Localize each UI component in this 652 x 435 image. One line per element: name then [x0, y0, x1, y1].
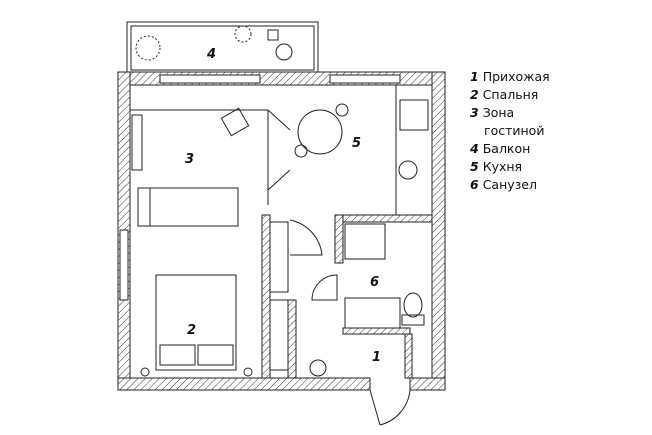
toilet-icon	[403, 292, 423, 318]
room-labels: 4 3 5 6 2 1	[185, 47, 381, 365]
balcony	[126, 21, 319, 73]
interior-walls	[261, 214, 433, 379]
legend-label: Зона	[482, 105, 515, 120]
kitchen-counter	[395, 84, 433, 216]
legend-number: 6	[470, 177, 479, 192]
legend-label: Кухня	[482, 159, 523, 174]
living-door[interactable]	[289, 219, 323, 256]
shower	[344, 223, 386, 260]
room-number-balcony: 4	[206, 47, 216, 62]
room-number-hallway: 1	[372, 350, 381, 365]
plant-icon	[135, 35, 161, 61]
room-number-bathroom: 6	[370, 275, 379, 290]
windows	[119, 74, 401, 301]
plant-icon	[234, 25, 252, 43]
legend-label: Спальня	[482, 87, 539, 102]
room-number-bedroom: 2	[187, 323, 196, 338]
dining-table	[297, 109, 343, 155]
armchair-icon	[220, 107, 250, 137]
bathroom-door[interactable]	[311, 274, 338, 301]
sofa	[137, 187, 239, 227]
legend-label: Прихожая	[482, 69, 550, 84]
chair-icon	[275, 43, 293, 61]
legend-label: Балкон	[482, 141, 531, 156]
room-number-kitchen: 5	[352, 136, 361, 151]
entrance-door[interactable]	[369, 389, 411, 426]
room-number-living: 3	[185, 152, 194, 167]
bathtub	[344, 297, 401, 329]
hallway-ottoman	[309, 359, 327, 377]
legend-number: 3	[470, 105, 479, 120]
bed	[155, 274, 237, 371]
legend-number: 4	[470, 141, 479, 156]
legend-number: 2	[470, 87, 479, 102]
legend-number: 1	[470, 69, 479, 84]
legend-number: 5	[470, 159, 479, 174]
wardrobe	[269, 221, 289, 293]
chair-icon	[267, 29, 279, 41]
legend-label: Санузел	[482, 177, 537, 192]
legend-item-continued: гостиной	[484, 123, 545, 138]
